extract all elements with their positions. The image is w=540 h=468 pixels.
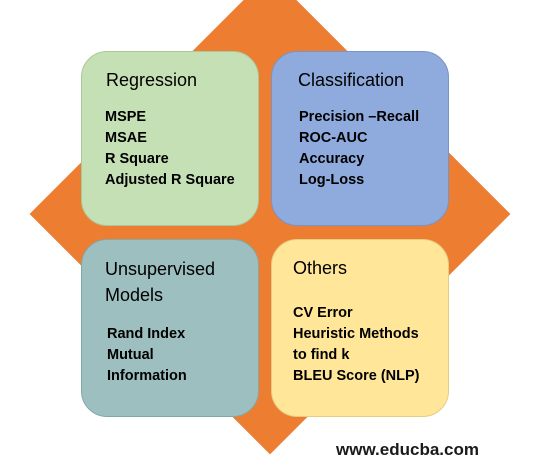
metric-item: BLEU Score (NLP) (293, 368, 420, 384)
metric-item: CV Error (293, 305, 353, 321)
metric-item: Mutual (107, 347, 154, 363)
metric-item: Heuristic Methods (293, 326, 419, 342)
unsupervised-metrics: Rand Index Mutual Information (107, 324, 187, 387)
metric-item: ROC-AUC (299, 130, 368, 146)
metric-item: to find k (293, 347, 350, 363)
regression-metrics: MSPE MSAE R Square Adjusted R Square (105, 107, 235, 191)
metric-item: MSPE (105, 109, 147, 125)
website-watermark: www.educba.com (336, 440, 479, 459)
metric-item: R Square (105, 151, 169, 167)
regression-box: Regression MSPE MSAE R Square Adjusted R… (81, 51, 259, 226)
metric-item: Log-Loss (299, 172, 365, 188)
metric-item: Adjusted R Square (105, 172, 235, 188)
metric-item: Information (107, 368, 187, 384)
others-box: Others CV Error Heuristic Methods to fin… (271, 239, 449, 417)
metric-item: Precision –Recall (299, 109, 420, 125)
classification-box: Classification Precision –Recall ROC-AUC… (271, 51, 449, 226)
unsupervised-box: Unsupervised Models Rand Index Mutual In… (81, 239, 259, 417)
classification-metrics: Precision –Recall ROC-AUC Accuracy Log-L… (299, 107, 419, 191)
metric-item: MSAE (105, 130, 147, 146)
others-title: Others (293, 258, 348, 278)
others-metrics: CV Error Heuristic Methods to find k BLE… (293, 303, 420, 387)
metric-item: Rand Index (107, 326, 186, 342)
regression-title: Regression (106, 70, 198, 90)
metric-item: Accuracy (299, 151, 365, 167)
unsupervised-title: Unsupervised Models (105, 259, 216, 305)
classification-title: Classification (298, 70, 405, 90)
